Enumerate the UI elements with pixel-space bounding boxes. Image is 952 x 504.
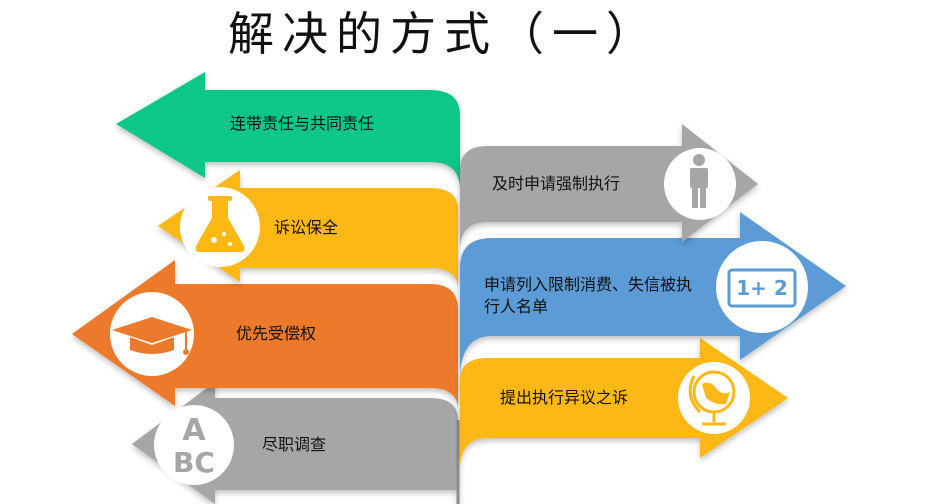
label-consumption-restriction: 申请列入限制消费、失信被执行人名单 [484,275,693,316]
graduation-cap-icon [110,292,194,376]
math-board-text: 1+ 2 [736,276,788,300]
svg-text:BC: BC [173,446,215,479]
flask-icon [180,187,260,267]
person-icon [664,148,736,220]
label-joint-liability: 连带责任与共同责任 [230,114,375,133]
label-execution-objection: 提出执行异议之诉 [500,388,629,407]
label-priority-compensation: 优先受偿权 [236,324,317,343]
page-title: 解决的方式（一） [228,7,660,61]
abc-icon: A BC [154,405,234,485]
label-enforcement-application: 及时申请强制执行 [492,174,621,193]
svg-text:A: A [182,413,206,448]
math-board-icon: 1+ 2 [716,241,808,333]
label-litigation-preservation: 诉讼保全 [274,218,339,237]
globe-icon [678,362,750,434]
label-due-diligence: 尽职调查 [262,435,327,454]
arrow-joint-liability [116,72,460,220]
